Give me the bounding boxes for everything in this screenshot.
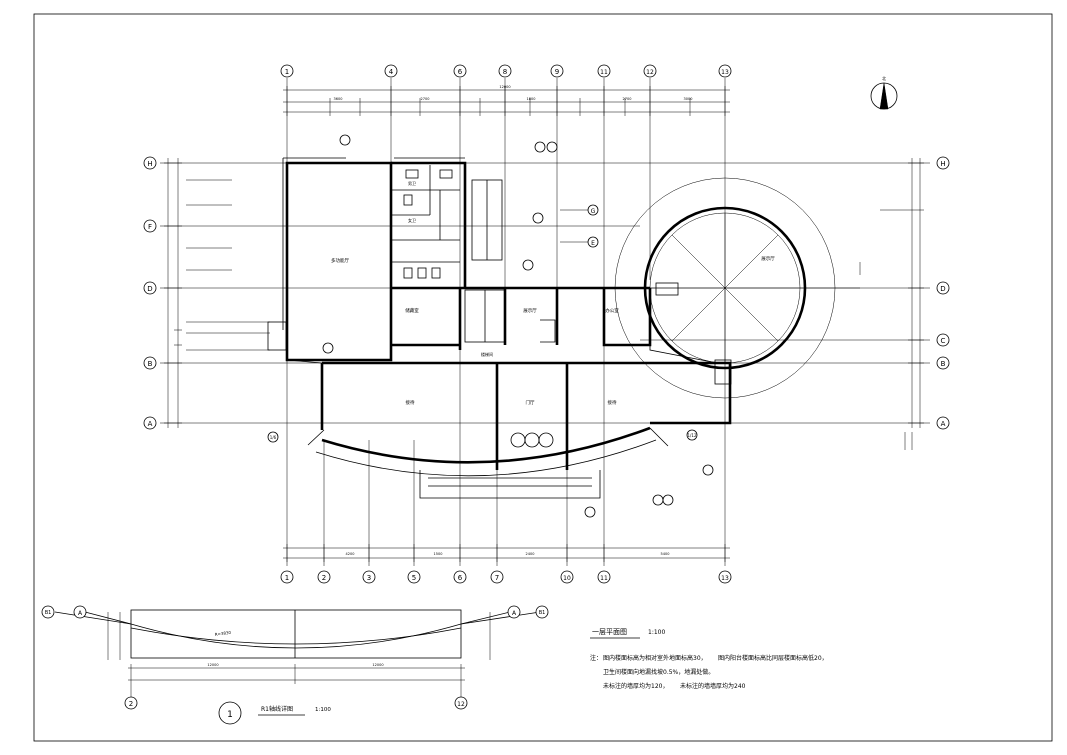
dim-bot-3: 2400 [526,552,535,556]
room-entrance: 门厅 [526,399,535,406]
grid-bubbles-right: H D C B A [936,156,950,430]
grid-top-1: 1 [285,68,289,76]
grid-top-12: 12 [646,69,654,76]
grid-diag-left: 1/6 [270,435,277,440]
grid-top-13: 13 [721,69,729,76]
room-labels: 多功能厅 接待 门厅 接待 展示厅 储藏室 办公室 男卫 女卫 楼梯间 [331,181,619,406]
grid-bot-3: 3 [367,574,371,582]
dim-top-6: 3000 [684,97,693,101]
grid-bot-5: 5 [412,574,416,582]
dim-top-4: 1800 [527,97,536,101]
grid-inner-G: G [591,208,596,215]
general-notes: 注： 图内楼面标高为相对室外地面标高30， 图内阳台楼面标高比同层楼面标高低20… [590,654,828,690]
room-left-lobby: 接待 [406,399,415,406]
grid-bubbles-top: 1 4 6 8 9 11 12 13 [280,64,732,78]
detail-grid-right-top: A [512,610,517,617]
grid-top-9: 9 [555,68,559,76]
detail-grid-bottom-right: 12 [457,701,465,708]
room-right-lobby: 接待 [608,399,617,406]
grid-left-D: D [147,285,152,293]
detail-dim-a: 12000 [207,663,218,667]
grid-right-C: C [941,337,946,345]
notes-line3b: 未标注的墙墙厚均为240 [680,682,746,690]
dim-top-3: 2700 [421,97,430,101]
grid-bubbles-left: H F D B A [143,156,157,430]
grid-bot-11: 11 [600,575,608,582]
notes-line1a: 图内楼面标高为相对室外地面标高30， [603,654,707,662]
detail-label: R1轴线详图 [261,705,293,713]
plan-title: 一层平面图 [592,628,627,636]
grid-bot-2: 2 [322,574,326,582]
grid-bot-1: 1 [285,574,289,582]
grid-top-11: 11 [600,69,608,76]
detail-grid-bottom-left: 2 [129,700,133,708]
grid-right-D: D [940,285,945,293]
room-middle: 展示厅 [523,308,537,314]
grid-bot-7: 7 [495,574,499,582]
north-arrow: 北 [870,75,898,110]
grid-top-6: 6 [458,68,463,76]
room-stair: 楼梯间 [481,351,493,357]
round-room-label: 展示厅 [761,256,775,262]
dim-top-1: 12000 [499,85,510,89]
sheet-frame [33,13,1053,742]
dim-top-2: 3600 [334,97,343,101]
grid-bubbles-inner: G E 1/6 1/12 [267,134,714,518]
notes-line3a: 未标注的墙厚均为120， [603,682,668,690]
grid-right-B: B [941,360,946,368]
north-label: 北 [882,75,886,81]
dim-bot-2: 1500 [434,552,443,556]
detail-grid-right-outer: B1 [539,610,546,616]
room-toilet-m: 男卫 [408,181,416,186]
plan-scale: 1:100 [648,629,665,636]
grid-diag-right: 1/12 [688,433,697,438]
dim-top-5: 2700 [623,97,632,101]
room-store: 储藏室 [405,307,419,314]
detail-dim-b: 12000 [372,663,383,667]
room-office: 办公室 [605,307,619,314]
grid-left-H: H [147,160,152,168]
dim-bot-4: 5400 [661,552,670,556]
r1-detail-drawing: R=3830 12000 12000 B1 A A B1 2 12 1 R1轴线… [41,605,549,725]
grid-bot-6: 6 [458,574,463,582]
grid-left-B: B [148,360,153,368]
grid-bot-13: 13 [721,575,729,582]
dimension-chains: 12000 3600 2700 1800 2700 3000 4200 1500… [164,85,924,562]
detail-grid-left-outer: B1 [45,610,52,616]
grid-top-8: 8 [503,68,507,76]
grid-bot-10: 10 [563,575,571,582]
grid-inner-E: E [591,240,595,247]
detail-scale: 1:100 [315,707,331,713]
detail-radius: R=3830 [214,630,231,637]
building-walls [267,157,732,499]
grid-bubbles-bottom: 1 2 3 5 6 7 10 11 13 [280,570,732,584]
grid-right-A: A [941,420,946,428]
notes-line2: 卫生间楼面向地漏找坡0.5%，地漏处做。 [603,668,714,676]
plan-title-block: 一层平面图 1:100 [590,628,665,639]
grid-top-4: 4 [389,68,394,76]
detail-number: 1 [227,710,233,720]
grid-right-H: H [940,160,945,168]
room-toilet-w: 女卫 [408,217,416,223]
notes-line1b: 图内阳台楼面标高比同层楼面标高低20， [718,654,828,662]
grid-left-F: F [148,223,152,231]
notes-prefix: 注： [590,654,602,662]
dim-bot-1: 4200 [346,552,355,556]
room-main-hall: 多功能厅 [331,257,349,264]
grid-left-A: A [148,420,153,428]
detail-grid-left-top: A [78,610,83,617]
round-exhibition-room: 展示厅 [614,177,861,399]
